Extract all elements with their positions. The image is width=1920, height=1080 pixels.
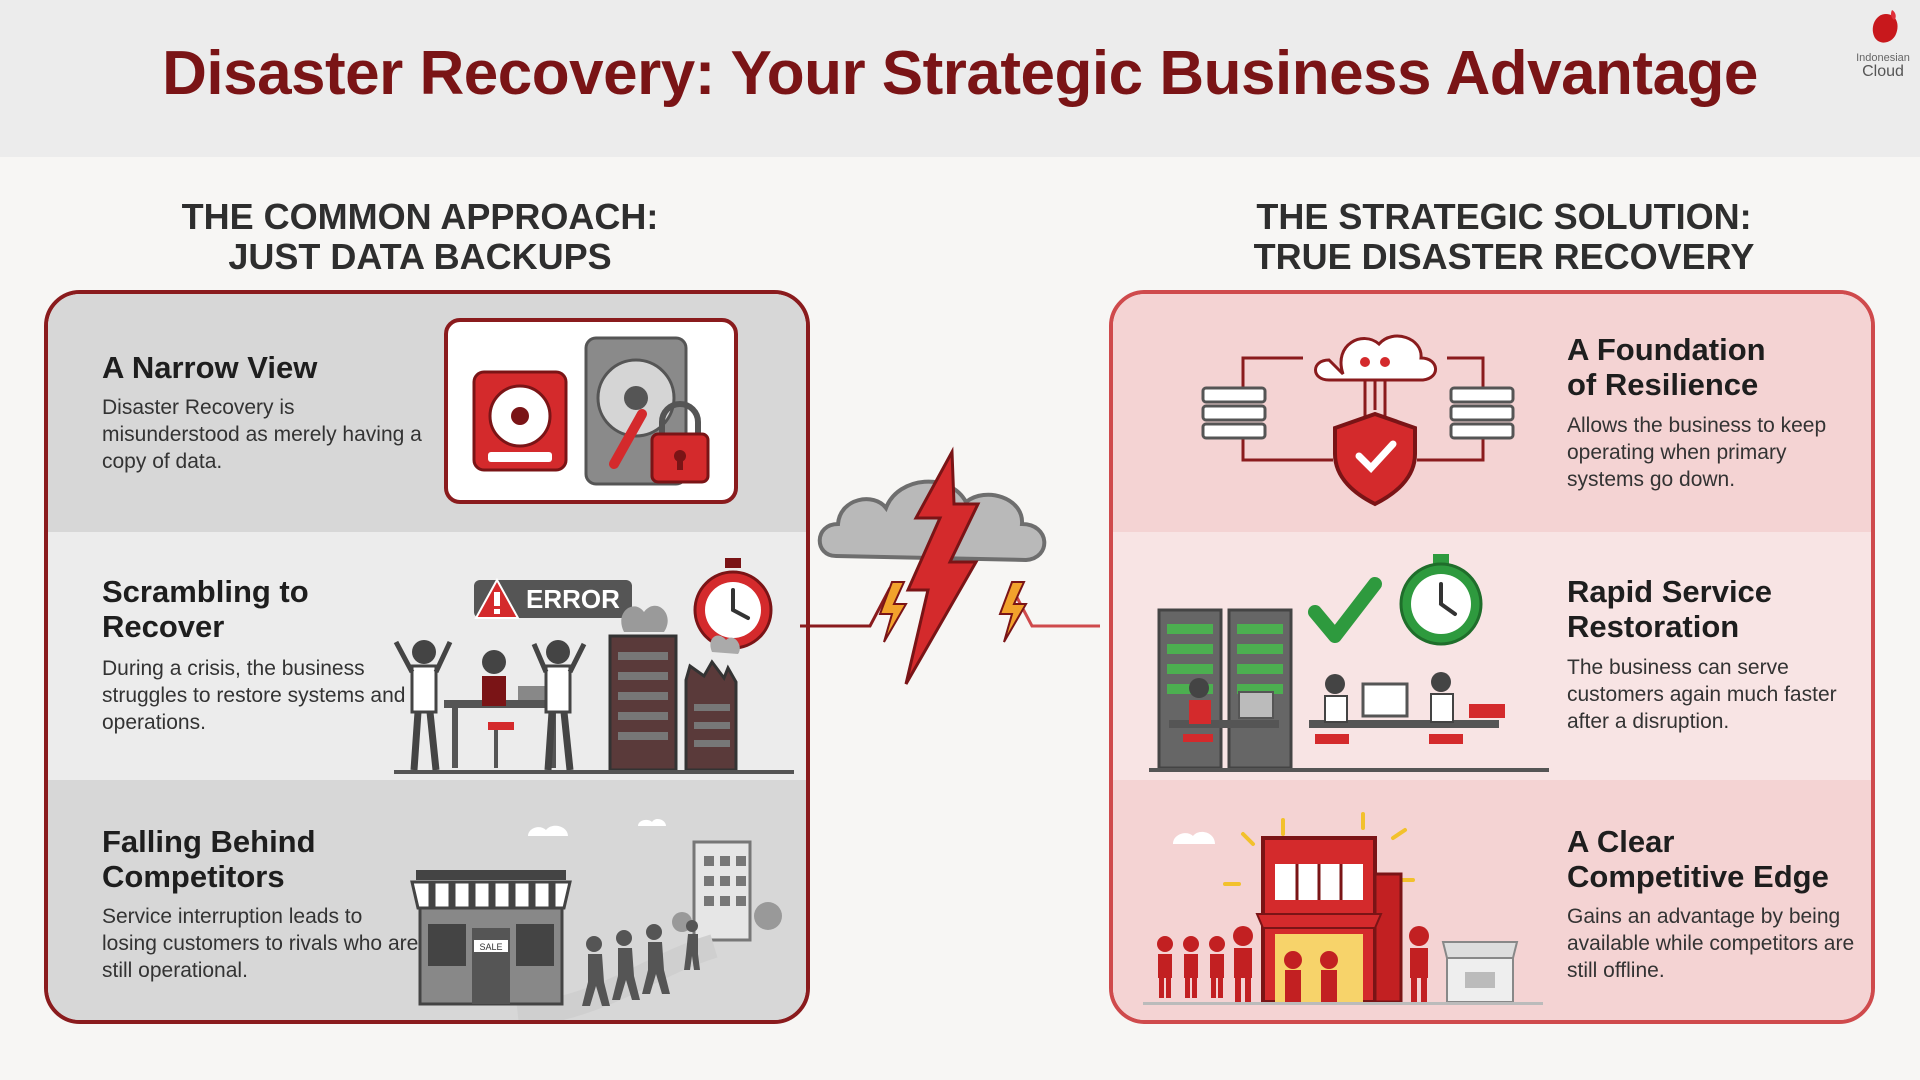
competitive-edge-row: A Clear Competitive Edge Gains an advant…: [1113, 780, 1871, 1020]
competitive-edge-desc: Gains an advantage by being available wh…: [1567, 905, 1855, 982]
falling-behind-row: Falling Behind Competitors Service inter…: [48, 780, 806, 1020]
working-team-icon: [1169, 672, 1505, 744]
resilience-desc: Allows the business to keep operating wh…: [1567, 414, 1827, 491]
shop-sign: SALE: [479, 942, 502, 952]
common-approach-heading: THE COMMON APPROACH: JUST DATA BACKUPS: [181, 196, 659, 277]
competitive-edge-title: A Clear Competitive Edge: [1567, 824, 1829, 894]
restored-office-illustration: [1149, 554, 1549, 772]
error-badge: ERROR: [474, 577, 632, 619]
page-title: Disaster Recovery: Your Strategic Busine…: [162, 39, 1758, 108]
burning-server-icon: [608, 605, 740, 772]
title-banner: [0, 0, 1920, 157]
falling-behind-title: Falling Behind Competitors: [102, 824, 316, 894]
winning-store-illustration: [1143, 812, 1543, 1005]
losing-customers-illustration: SALE: [410, 819, 782, 1020]
server-rack-icon: [1157, 608, 1293, 770]
office-building-icon: [672, 840, 782, 942]
logo-icon: [1872, 10, 1898, 43]
narrow-view-desc: Disaster Recovery is misunderstood as me…: [102, 396, 422, 473]
common-approach-panel: A Narrow View Disaster Recovery is misun…: [44, 290, 810, 1024]
shield-check-icon: [1333, 411, 1417, 507]
narrow-view-row: A Narrow View Disaster Recovery is misun…: [48, 294, 806, 532]
strategic-solution-panel: A Foundation of Resilience Allows the bu…: [1109, 290, 1875, 1024]
warning-icon: [474, 577, 520, 619]
hard-drive-icon: [472, 370, 568, 472]
customers-icon: [1157, 926, 1429, 1002]
strategic-solution-heading: THE STRATEGIC SOLUTION: TRUE DISASTER RE…: [1253, 196, 1755, 277]
resilience-row: A Foundation of Resilience Allows the bu…: [1113, 294, 1871, 532]
stopwatch-icon: [1399, 554, 1483, 646]
scrambling-title: Scrambling to Recover: [102, 574, 309, 644]
walking-customers-icon: [582, 920, 700, 1006]
rapid-restoration-title: Rapid Service Restoration: [1567, 574, 1773, 644]
padlock-icon: [650, 401, 710, 484]
closed-store-icon: SALE: [410, 870, 572, 1006]
logo-wordmark: Indonesian Cloud: [1856, 52, 1910, 80]
competitor-store-icon: [1441, 941, 1519, 1003]
cloud-network-illustration: [1201, 334, 1515, 507]
busy-store-icon: [1255, 836, 1403, 1004]
stressed-workers-icon: [393, 640, 587, 771]
rapid-restoration-desc: The business can serve customers again m…: [1567, 656, 1837, 733]
resilience-title: A Foundation of Resilience: [1567, 332, 1766, 402]
backup-drive-illustration: [444, 318, 738, 504]
scrambling-desc: During a crisis, the business struggles …: [102, 657, 406, 734]
scrambling-row: Scrambling to Recover During a crisis, t…: [48, 532, 806, 780]
crisis-scene-illustration: [393, 605, 794, 774]
cloud-network-icon: [1314, 334, 1437, 382]
storm-cloud-lightning-icon: [800, 446, 1100, 685]
narrow-view-title: A Narrow View: [102, 350, 318, 385]
falling-behind-desc: Service interruption leads to losing cus…: [102, 905, 419, 982]
checkmark-icon: [1308, 577, 1382, 643]
server-rack-icon: [1201, 386, 1515, 440]
rapid-restoration-row: Rapid Service Restoration The business c…: [1113, 532, 1871, 780]
alarm-clock-icon: [693, 558, 773, 650]
